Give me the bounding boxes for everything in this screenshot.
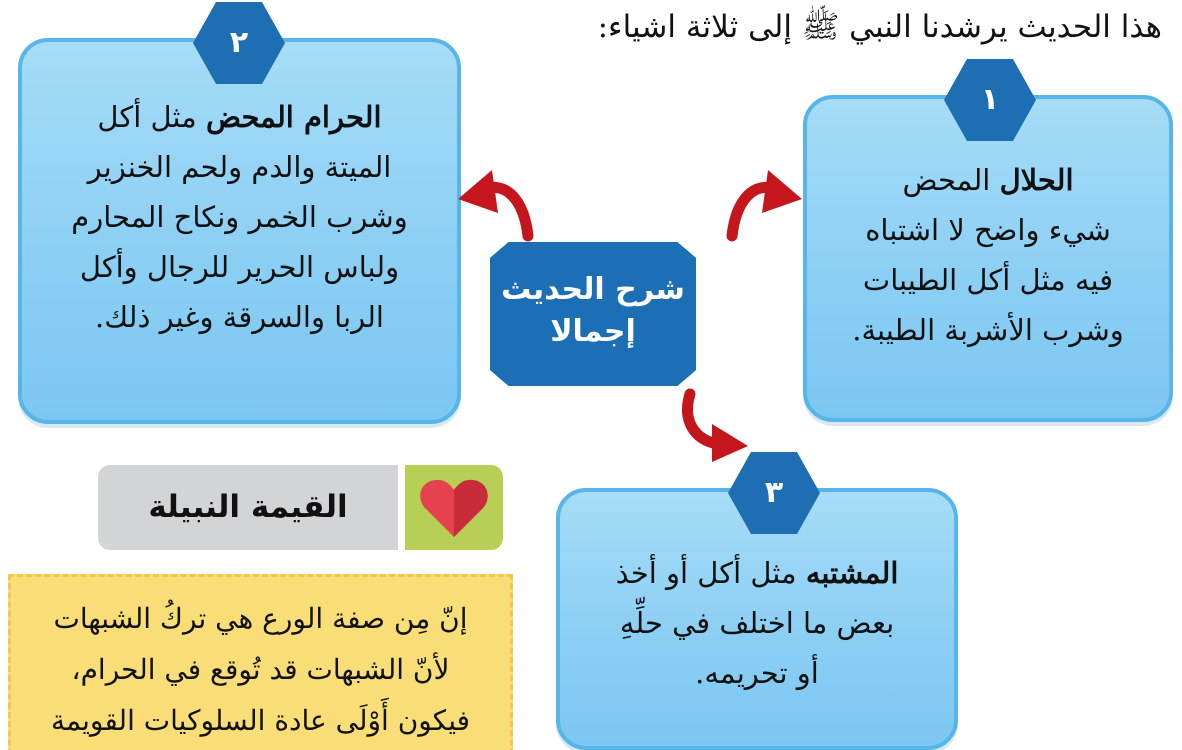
card-mushtabah-bold: المشتبه [805,556,899,590]
card-mushtabah-line2: بعض ما اختلف في حلِّهِ [619,606,895,640]
value-line3: فيكون أَوْلَى عادة السلوكيات القويمة [50,704,471,737]
card-haram-line4: ولباس الحرير للرجال وأكل [79,250,400,284]
card-halal-line1-rest: المحض [902,163,1000,197]
card-halal-line4: وشرب الأشربة الطيبة. [852,313,1124,347]
value-title-box: القيمة النبيلة [98,465,398,550]
value-text-box: إنّ مِن صفة الورع هي تركُ الشبهات لأنّ ا… [8,574,513,750]
value-text: إنّ مِن صفة الورع هي تركُ الشبهات لأنّ ا… [25,593,496,746]
card-haram-line3: وشرب الخمر ونكاح المحارم [71,200,408,234]
heart-icon [420,479,488,537]
card-haram: الحرام المحض مثل أكل الميتة والدم ولحم ا… [18,38,461,424]
arrow-to-haram [458,170,534,242]
value-title: القيمة النبيلة [148,489,348,525]
card-haram-bold: الحرام المحض [205,100,382,134]
arrow-to-halal [726,170,802,242]
card-haram-line5: الربا والسرقة وغير ذلك. [95,300,384,334]
card-haram-line2: الميتة والدم ولحم الخنزير [87,150,392,184]
card-halal-line2: شيء واضح لا اشتباه [865,213,1111,247]
card-mushtabah-line3: أو تحريمه. [695,656,819,690]
card-halal-text: الحلال المحض شيء واضح لا اشتباه فيه مثل … [825,155,1151,355]
intro-text: هذا الحديث يرشدنا النبي ﷺ إلى ثلاثة اشيا… [597,9,1162,45]
card-halal-bold: الحلال [999,163,1074,197]
value-line1: إنّ مِن صفة الورع هي تركُ الشبهات [53,602,468,635]
value-line2: لأنّ الشبهات قد تُوقع في الحرام، [71,653,450,686]
center-node: شرح الحديث إجمالا [490,242,696,386]
center-line2: إجمالا [550,314,636,349]
value-icon-box [405,465,503,550]
arrow-to-mushtabah [682,388,748,462]
card-mushtabah-line1-rest: مثل أكل أو أخذ [615,556,806,590]
card-halal-line1: الحلال المحض [825,155,1151,205]
card-mushtabah-text: المشتبه مثل أكل أو أخذ بعض ما اختلف في ح… [578,548,936,698]
center-line1: شرح الحديث [501,272,685,307]
card-haram-line1-rest: مثل أكل [97,100,206,134]
card-halal-line3: فيه مثل أكل الطيبات [862,263,1114,297]
card-haram-line1: الحرام المحض مثل أكل [40,92,439,142]
card-haram-text: الحرام المحض مثل أكل الميتة والدم ولحم ا… [40,92,439,342]
card-halal: الحلال المحض شيء واضح لا اشتباه فيه مثل … [803,95,1173,422]
card-mushtabah-line1: المشتبه مثل أكل أو أخذ [578,548,936,598]
